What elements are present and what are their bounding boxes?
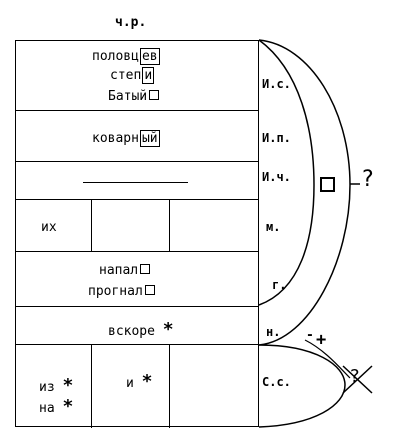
row-divider <box>16 110 258 111</box>
row-divider <box>16 251 258 252</box>
word-ending: ый <box>139 130 160 147</box>
label-narechie: н. <box>266 325 281 339</box>
plus-sign: + <box>316 330 327 350</box>
row-divider <box>16 161 258 162</box>
col-divider <box>91 344 92 428</box>
cross-line <box>342 365 373 394</box>
service-words-bracket <box>258 344 346 428</box>
word-ending: ев <box>139 48 160 65</box>
crossed-question-mark: ? <box>350 366 360 387</box>
word-napal: напал <box>99 263 151 278</box>
link-line <box>304 339 351 379</box>
word-iz: из * <box>39 375 73 396</box>
star-icon: * <box>162 319 174 340</box>
word-ikh: их <box>41 220 57 235</box>
word-text: Батый <box>108 89 148 104</box>
word-vskore: вскоре * <box>108 319 174 340</box>
word-i: и * <box>126 371 153 392</box>
word-stem: степ <box>110 68 142 83</box>
square-icon <box>320 177 335 192</box>
word-stem: коварн <box>92 131 139 146</box>
minus-sign: - <box>306 328 314 343</box>
null-ending-square <box>149 90 160 100</box>
star-icon: * <box>141 371 153 392</box>
null-ending-square <box>140 264 151 274</box>
blank-line <box>83 182 188 183</box>
outer-bracket <box>258 39 351 346</box>
word-batyi: Батый <box>108 89 160 104</box>
inner-bracket <box>258 39 315 306</box>
label-imya-chislitelnoe: И.ч. <box>262 170 291 184</box>
question-mark: ? <box>362 167 374 192</box>
col-divider <box>169 199 170 251</box>
word-ending: и <box>142 67 155 84</box>
word-text: из <box>39 380 55 395</box>
null-ending-square <box>144 285 155 295</box>
col-divider <box>91 199 92 251</box>
row-divider <box>16 199 258 200</box>
label-imya-prilagatelnoe: И.п. <box>262 131 291 145</box>
label-sluzhebnye-slova: С.с. <box>262 375 291 389</box>
star-icon: * <box>62 396 74 417</box>
word-text: на <box>39 401 55 416</box>
row-divider <box>16 344 258 345</box>
col-divider <box>169 344 170 428</box>
word-text: и <box>126 376 134 391</box>
star-icon: * <box>62 375 74 396</box>
word-text: вскоре <box>108 324 155 339</box>
label-glagol: г. <box>272 278 287 292</box>
word-na: на * <box>39 396 73 417</box>
diagram-title: ч.р. <box>115 15 147 30</box>
word-stem: половц <box>92 49 139 64</box>
word-text: напал <box>99 263 139 278</box>
label-imya-sushchestvitelnoe: И.с. <box>262 77 291 91</box>
row-divider <box>16 306 258 307</box>
word-prognal: прогнал <box>88 284 155 299</box>
word-text: прогнал <box>88 284 143 299</box>
label-mestoimenie: м. <box>266 220 281 234</box>
